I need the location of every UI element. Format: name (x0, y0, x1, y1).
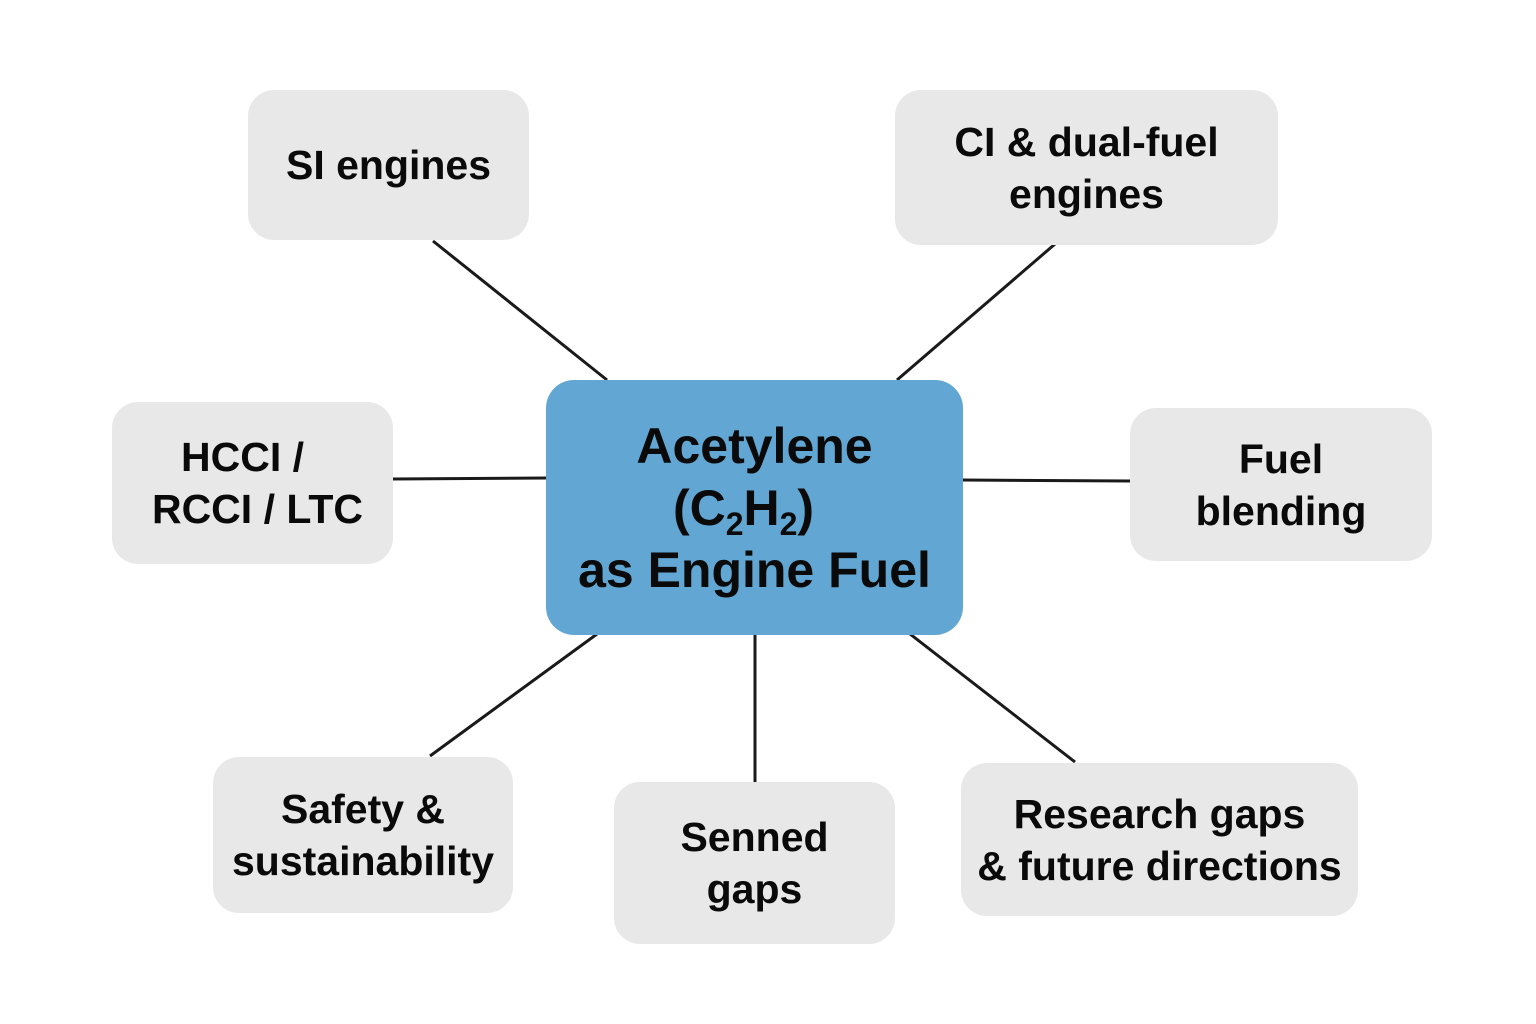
node-label: CI & dual-fuel (954, 118, 1219, 165)
edge-hcci (391, 476, 548, 481)
node-label: sustainability (231, 838, 494, 884)
node-label: & future directions (977, 842, 1342, 889)
node-hcci-rcci-ltc: HCCI / RCCI / LTC (112, 402, 393, 564)
edge-safety (429, 632, 598, 758)
node-senned-gaps: Senned gaps (614, 782, 895, 944)
edge-si (432, 239, 608, 382)
node-fuel-blending: Fuel blending (1130, 408, 1432, 561)
formula-open: (C (672, 479, 726, 536)
formula-subscript-1: 2 (725, 505, 744, 542)
node-label: Research gaps (1013, 790, 1306, 837)
formula-close: ) (797, 479, 815, 536)
node-label: blending (1195, 487, 1367, 534)
node-label: Senned (680, 814, 829, 860)
edge-research (909, 632, 1076, 764)
node-label: engines (1009, 170, 1164, 217)
node-research-gaps: Research gaps & future directions (961, 763, 1358, 916)
node-si-engines: SI engines (248, 90, 529, 240)
node-label: gaps (706, 866, 803, 912)
node-label: HCCI / (181, 434, 304, 480)
edge-blending (961, 478, 1132, 483)
node-label: RCCI / LTC (151, 486, 364, 532)
node-label: Safety & (280, 786, 446, 832)
formula-subscript-2: 2 (779, 505, 798, 542)
center-title-line1: Acetylene (636, 417, 873, 474)
edge-ci (896, 242, 1056, 382)
center-title-line3: as Engine Fuel (578, 541, 931, 598)
node-label: SI engines (285, 142, 492, 188)
center-formula: (C2H2) (672, 477, 815, 542)
node-ci-dual-fuel: CI & dual-fuel engines (895, 90, 1278, 245)
formula-h: H (743, 479, 780, 536)
center-node-acetylene: Acetylene (C2H2) as Engine Fuel (546, 380, 963, 635)
node-label: Fuel (1238, 435, 1324, 482)
node-safety-sustainability: Safety & sustainability (213, 757, 513, 913)
